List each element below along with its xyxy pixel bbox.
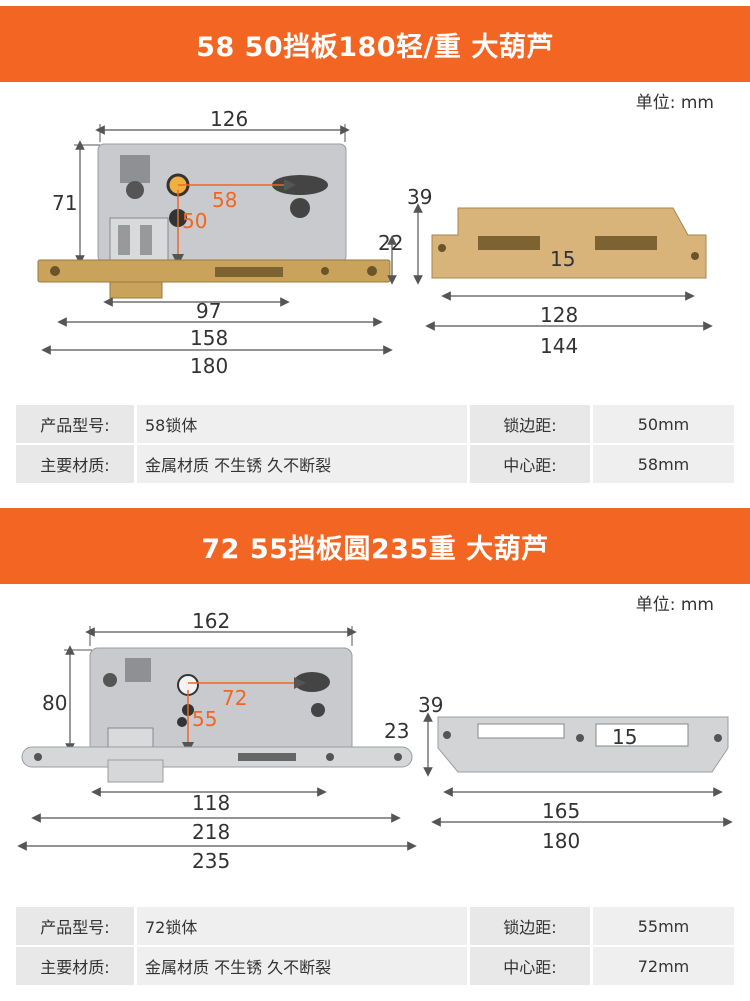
section1-dim-height: 71 xyxy=(52,191,77,215)
backset-value: 55mm xyxy=(593,907,734,945)
section2-lock-drawing: 162 80 72 55 118 218 235 39 xyxy=(17,609,733,873)
section2-dim-plate-slot: 15 xyxy=(612,725,637,749)
spec-row: 产品型号: 72锁体 锁边距: 55mm xyxy=(16,907,734,945)
section2-title-banner: 72 55挡板圆235重 大葫芦 xyxy=(0,508,750,584)
material-value: 金属材质 不生锈 久不断裂 xyxy=(137,947,467,985)
section2-dim-backset: 55 xyxy=(192,707,217,731)
material-label: 主要材质: xyxy=(16,947,134,985)
material-value: 金属材质 不生锈 久不断裂 xyxy=(137,445,467,483)
section2-diagram: 162 80 72 55 118 218 235 39 xyxy=(0,600,750,890)
center-label: 中心距: xyxy=(470,947,590,985)
center-label: 中心距: xyxy=(470,445,590,483)
section2-dim-bottom1: 118 xyxy=(192,791,230,815)
section2-dim-plate-len1: 165 xyxy=(542,799,580,823)
backset-value: 50mm xyxy=(593,405,734,443)
model-label: 产品型号: xyxy=(16,907,134,945)
section1-title: 58 50挡板180轻/重 大葫芦 xyxy=(196,31,554,63)
section1-dim-plate-slot: 15 xyxy=(550,247,575,271)
section1-dim-plate-face: 22 xyxy=(378,231,403,255)
section1-dim-plate-len2: 144 xyxy=(540,334,578,358)
section1-dim-center: 58 xyxy=(212,188,237,212)
section1-dim-top: 126 xyxy=(210,107,248,131)
section2-dim-plate-height: 39 xyxy=(418,693,443,717)
spec-row: 主要材质: 金属材质 不生锈 久不断裂 中心距: 72mm xyxy=(16,947,734,985)
section2-dim-center: 72 xyxy=(222,686,247,710)
section1-dim-backset: 50 xyxy=(182,209,207,233)
center-value: 58mm xyxy=(593,445,734,483)
section2-dim-plate-len2: 180 xyxy=(542,829,580,853)
section1-dim-plate-len1: 128 xyxy=(540,303,578,327)
section1-dim-bottom3: 180 xyxy=(190,354,228,378)
material-label: 主要材质: xyxy=(16,445,134,483)
model-label: 产品型号: xyxy=(16,405,134,443)
section1-diagram: 126 71 58 50 97 158 180 39 xyxy=(0,100,750,390)
section2-dim-bottom3: 235 xyxy=(192,849,230,873)
section1-dim-bottom2: 158 xyxy=(190,326,228,350)
backset-label: 锁边距: xyxy=(470,405,590,443)
model-value: 72锁体 xyxy=(137,907,467,945)
section2-dim-bottom2: 218 xyxy=(192,820,230,844)
section1-unit-label: 单位: mm xyxy=(635,93,714,113)
section2-unit-label: 单位: mm xyxy=(635,595,714,615)
section2-dim-top: 162 xyxy=(192,609,230,633)
section2-title: 72 55挡板圆235重 大葫芦 xyxy=(201,533,549,565)
model-value: 58锁体 xyxy=(137,405,467,443)
section2-spec-table: 产品型号: 72锁体 锁边距: 55mm 主要材质: 金属材质 不生锈 久不断裂… xyxy=(16,907,734,987)
section1-title-banner: 58 50挡板180轻/重 大葫芦 xyxy=(0,6,750,82)
section1-spec-table: 产品型号: 58锁体 锁边距: 50mm 主要材质: 金属材质 不生锈 久不断裂… xyxy=(16,405,734,485)
section2-dim-height: 80 xyxy=(42,691,67,715)
section1-lock-drawing: 126 71 58 50 97 158 180 39 xyxy=(37,107,713,378)
section1-dim-plate-height: 39 xyxy=(407,185,432,209)
section2-dim-plate-face: 23 xyxy=(384,719,409,743)
center-value: 72mm xyxy=(593,947,734,985)
spec-row: 主要材质: 金属材质 不生锈 久不断裂 中心距: 58mm xyxy=(16,445,734,483)
spec-row: 产品型号: 58锁体 锁边距: 50mm xyxy=(16,405,734,443)
section1-dim-bottom1: 97 xyxy=(196,299,221,323)
backset-label: 锁边距: xyxy=(470,907,590,945)
